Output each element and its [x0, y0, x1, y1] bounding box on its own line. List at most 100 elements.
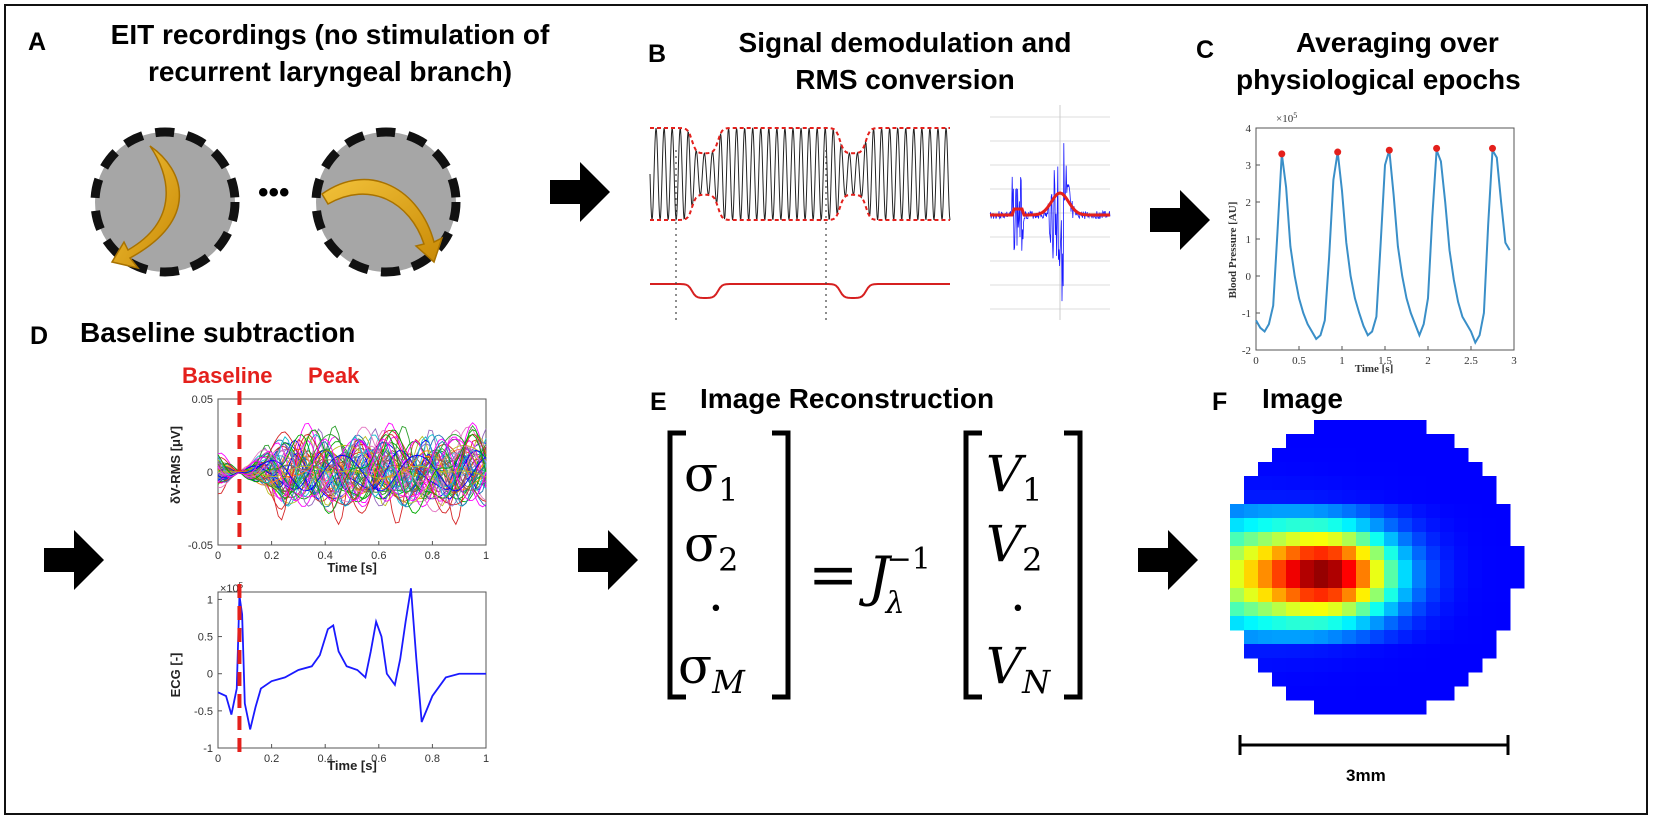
y-axis-label: δV-RMS [μV]	[168, 426, 183, 504]
image-pixel	[1342, 644, 1357, 659]
image-pixel	[1258, 504, 1273, 519]
y-axis-label: ECG [-]	[168, 653, 183, 698]
image-pixel	[1426, 588, 1441, 603]
y-tick-label: 0.05	[192, 394, 213, 406]
image-pixel	[1440, 504, 1455, 519]
electrode-disc-left	[90, 127, 240, 277]
image-pixel	[1356, 658, 1371, 673]
image-pixel	[1272, 518, 1287, 533]
image-pixel	[1384, 420, 1399, 435]
image-pixel	[1314, 630, 1329, 645]
image-pixel	[1356, 644, 1371, 659]
image-pixel	[1328, 420, 1343, 435]
image-pixel	[1426, 448, 1441, 463]
image-pixel	[1426, 434, 1441, 449]
x-tick-label: 0	[215, 753, 221, 765]
image-pixel	[1244, 476, 1259, 491]
image-pixel	[1356, 518, 1371, 533]
image-pixel	[1314, 644, 1329, 659]
image-pixel	[1300, 644, 1315, 659]
x-tick-label: 0.8	[425, 550, 440, 562]
image-pixel	[1412, 504, 1427, 519]
image-pixel	[1370, 420, 1385, 435]
image-pixel	[1496, 560, 1511, 575]
image-pixel	[1314, 672, 1329, 687]
image-pixel	[1426, 658, 1441, 673]
image-pixel	[1384, 686, 1399, 701]
image-pixel	[1356, 476, 1371, 491]
image-pixel	[1398, 434, 1413, 449]
image-pixel	[1412, 644, 1427, 659]
rms-trace	[217, 440, 487, 507]
peak-marker	[1489, 144, 1496, 152]
image-pixel	[1314, 588, 1329, 603]
plot-area	[217, 591, 487, 749]
image-pixel	[1230, 504, 1245, 519]
image-pixel	[1426, 490, 1441, 505]
image-pixel	[1286, 644, 1301, 659]
panel-a-letter: A	[28, 28, 47, 56]
image-pixel	[1314, 448, 1329, 463]
image-pixel	[1454, 490, 1469, 505]
image-pixel	[1468, 504, 1483, 519]
lhs-entry-m: σM	[678, 637, 746, 701]
image-pixel	[1258, 644, 1273, 659]
image-pixel	[1384, 476, 1399, 491]
image-pixel	[1426, 672, 1441, 687]
image-pixel	[1482, 644, 1497, 659]
image-pixel	[1482, 546, 1497, 561]
ecg-chart: ×105 Time [s] ECG [-] 00.20.40.60.81-1-0…	[168, 581, 489, 773]
image-pixel	[1328, 602, 1343, 617]
image-pixel	[1370, 616, 1385, 631]
image-pixel	[1300, 686, 1315, 701]
y-tick-label: -1	[1242, 308, 1251, 320]
image-pixel	[1384, 574, 1399, 589]
image-pixel	[1230, 518, 1245, 533]
image-pixel	[1370, 700, 1385, 715]
image-pixel	[1356, 532, 1371, 547]
jacobian-operator: Jλ−1	[858, 542, 931, 621]
image-pixel	[1328, 518, 1343, 533]
image-pixel	[1244, 490, 1259, 505]
image-pixel	[1412, 434, 1427, 449]
image-pixel	[1356, 448, 1371, 463]
panel-f-title: Image	[1262, 383, 1343, 414]
image-pixel	[1342, 602, 1357, 617]
image-pixel	[1482, 532, 1497, 547]
image-pixel	[1328, 546, 1343, 561]
image-pixel	[1314, 546, 1329, 561]
image-pixel	[1342, 616, 1357, 631]
image-pixel	[1440, 476, 1455, 491]
rms-trace	[217, 434, 487, 515]
electrode-disc-right	[311, 127, 461, 277]
image-pixel	[1454, 588, 1469, 603]
image-pixel	[1384, 532, 1399, 547]
image-pixel	[1230, 560, 1245, 575]
image-pixel	[1258, 602, 1273, 617]
image-pixel	[1426, 518, 1441, 533]
x-tick-label: 0.6	[371, 753, 386, 765]
panel-e-title: Image Reconstruction	[700, 383, 995, 414]
image-pixel	[1412, 546, 1427, 561]
image-pixel	[1230, 602, 1245, 617]
image-pixel	[1384, 672, 1399, 687]
image-pixel	[1328, 504, 1343, 519]
image-pixel	[1398, 700, 1413, 715]
y-tick-label: 0	[207, 669, 213, 681]
figure-frame	[4, 4, 1648, 815]
image-pixel	[1412, 700, 1427, 715]
image-pixel	[1398, 420, 1413, 435]
image-pixel	[1384, 644, 1399, 659]
image-pixel	[1384, 560, 1399, 575]
image-pixel	[1426, 574, 1441, 589]
image-pixel	[1398, 630, 1413, 645]
rms-trace	[217, 438, 487, 502]
image-pixel	[1300, 588, 1315, 603]
x-tick-label: 2.5	[1464, 355, 1478, 367]
image-pixel	[1300, 476, 1315, 491]
image-pixel	[1356, 700, 1371, 715]
image-pixel	[1370, 658, 1385, 673]
image-pixel	[1496, 546, 1511, 561]
image-pixel	[1314, 560, 1329, 575]
image-pixel	[1286, 658, 1301, 673]
